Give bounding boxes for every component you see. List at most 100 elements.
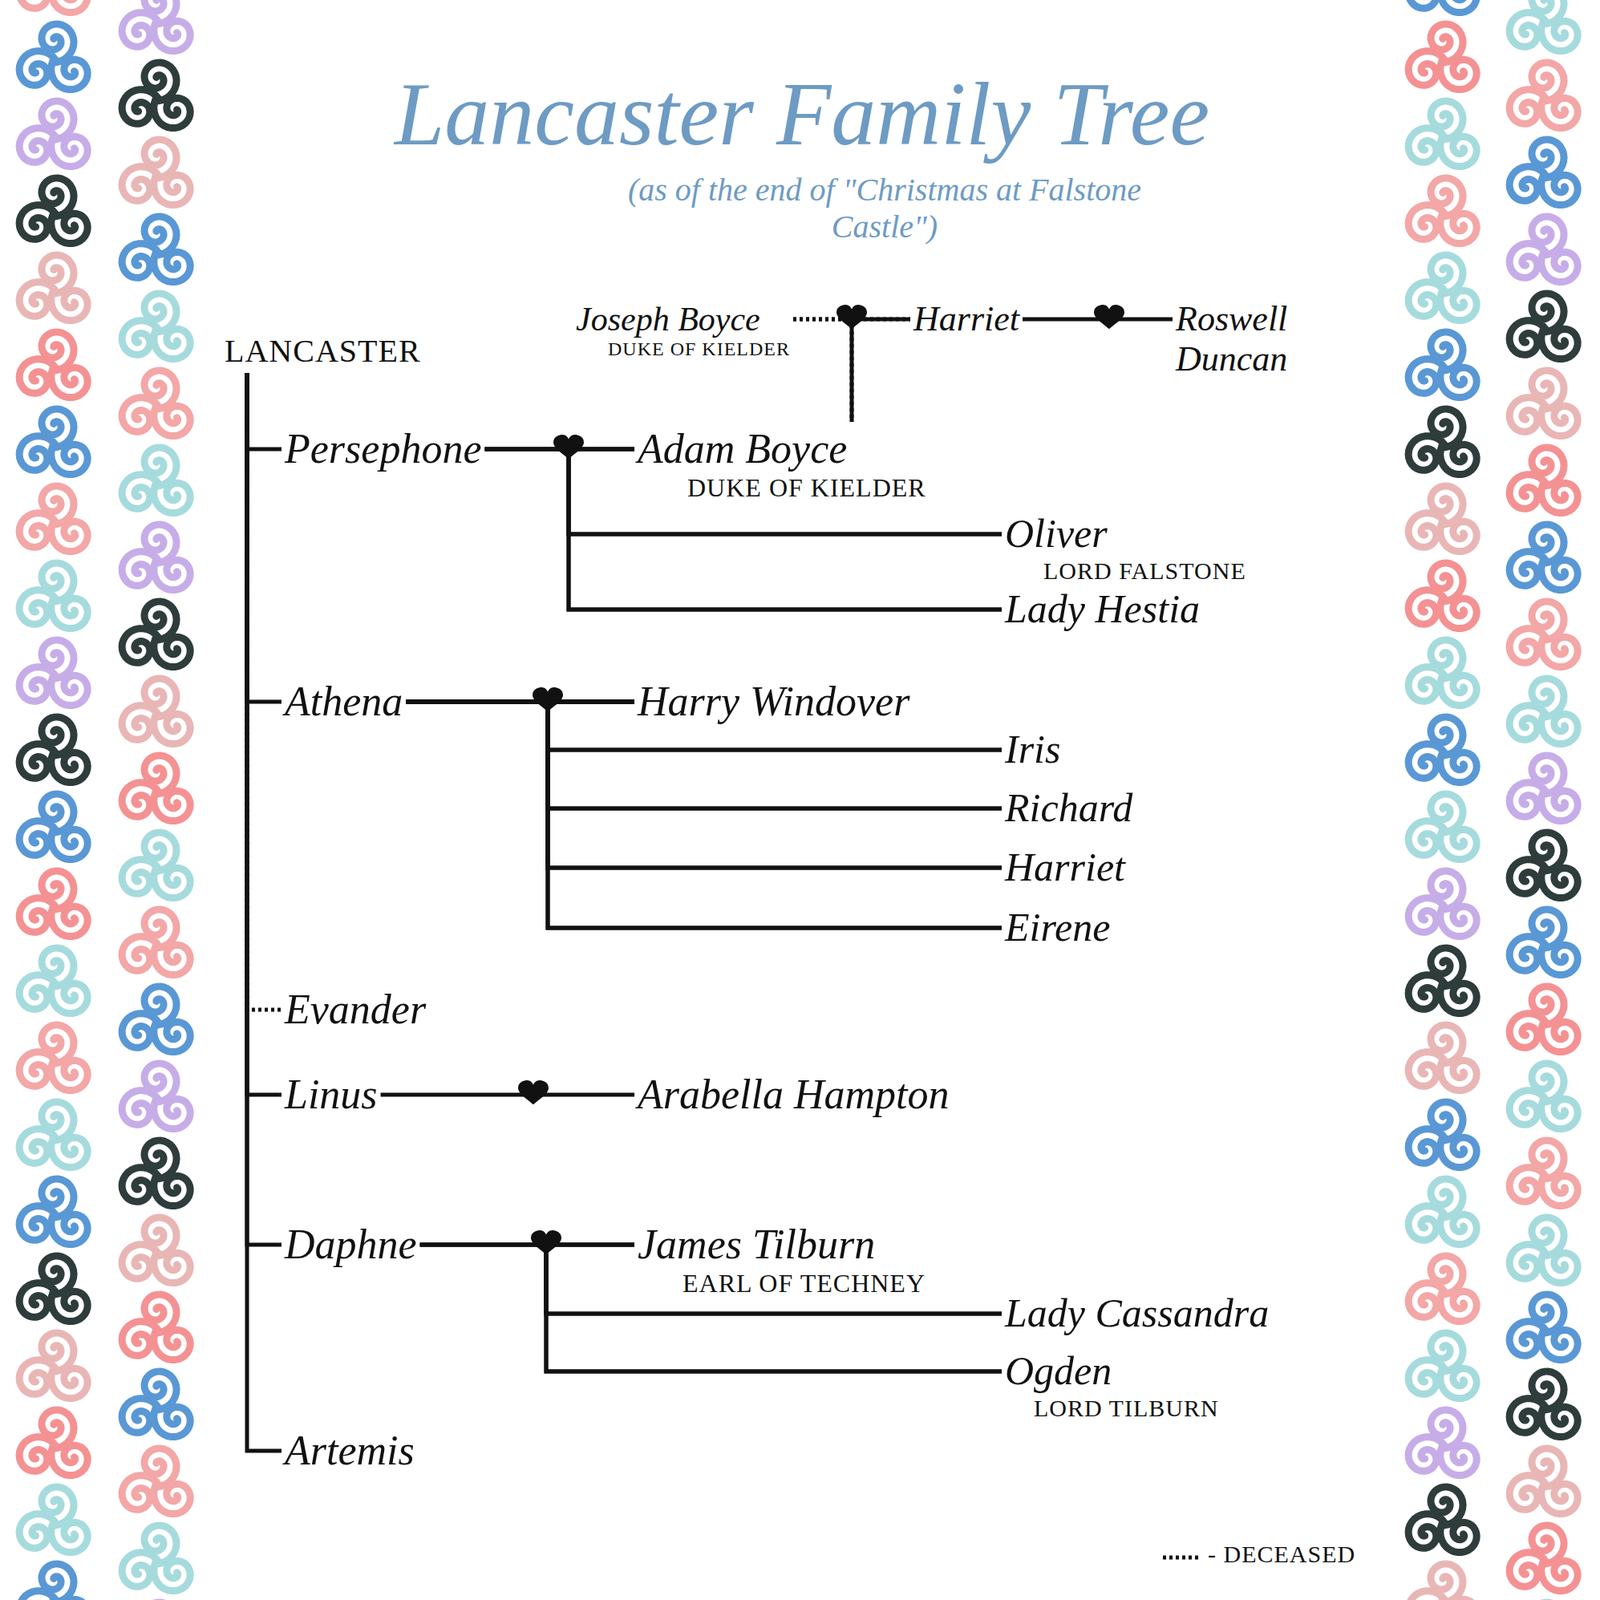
spiral-motif xyxy=(121,447,191,514)
person-name: Harriet xyxy=(1004,844,1126,892)
spiral-motif xyxy=(1509,601,1578,668)
person-node: Persephone xyxy=(281,421,485,477)
spiral-motif xyxy=(1408,332,1477,398)
spiral-motif xyxy=(1408,1563,1477,1600)
spiral-motif xyxy=(121,293,191,360)
spiral-motif xyxy=(1509,1525,1578,1592)
rank-title: LORD TILBURN xyxy=(1033,1394,1220,1423)
spiral-motif xyxy=(1509,0,1578,52)
spiral-motif xyxy=(121,1217,191,1284)
spiral-motif xyxy=(19,178,88,244)
person-name: Eirene xyxy=(1004,904,1110,952)
person-name: Artemis xyxy=(284,1426,415,1475)
person-node: Harriet xyxy=(1001,841,1129,895)
person-node: Lady Hestia xyxy=(1001,583,1204,636)
spiral-motif xyxy=(19,486,88,552)
person-name: Persephone xyxy=(284,425,482,474)
spiral-motif xyxy=(1509,1371,1578,1438)
person-node: Harry Windover xyxy=(634,674,913,730)
person-name: Daphne xyxy=(284,1220,418,1269)
person-node: Eirene xyxy=(1001,901,1114,955)
spiral-motif xyxy=(19,716,88,783)
descent-line xyxy=(247,372,282,1451)
descent-line xyxy=(547,701,1002,868)
spiral-motif xyxy=(1408,947,1477,1014)
spiral-motif xyxy=(121,62,191,129)
spiral-motif xyxy=(19,563,88,629)
spiral-motif xyxy=(19,1255,88,1322)
heart-symbol xyxy=(530,1230,562,1255)
descent-line xyxy=(247,372,282,1245)
person-name: Arabella Hampton xyxy=(637,1070,950,1119)
spiral-motif xyxy=(121,216,191,283)
person-node: Linus xyxy=(281,1067,381,1123)
person-name: Ogden xyxy=(1004,1348,1220,1395)
person-node: Arabella Hampton xyxy=(634,1067,953,1123)
spiral-motif xyxy=(19,1024,88,1091)
person-node: Artemis xyxy=(281,1423,418,1479)
descent-line xyxy=(484,449,1002,610)
spiral-motif xyxy=(1509,909,1578,976)
spiral-motif xyxy=(1408,1024,1477,1091)
spiral-motif xyxy=(1509,216,1578,283)
person-node: Daphne xyxy=(281,1217,421,1272)
spiral-motif xyxy=(121,986,191,1053)
legend-dotted-sample xyxy=(1162,1555,1200,1560)
spiral-motif xyxy=(19,793,88,860)
person-name: Linus xyxy=(284,1070,378,1119)
spiral-motif xyxy=(19,409,88,475)
spiral-motif xyxy=(121,1448,191,1515)
spiral-motif xyxy=(1509,370,1578,437)
person-name: Athena xyxy=(284,677,403,726)
descent-line xyxy=(793,319,852,422)
rank-title: DUKE OF KIELDER xyxy=(607,338,790,361)
spiral-motif xyxy=(1408,563,1477,629)
spiral-motif xyxy=(19,870,88,937)
person-name: Joseph Boyce xyxy=(575,299,790,339)
person-node: Harriet xyxy=(910,295,1023,344)
spiral-motif xyxy=(19,947,88,1014)
rank-title: EARL OF TECHNEY xyxy=(682,1268,926,1299)
person-name: Lady Cassandra xyxy=(1004,1290,1269,1337)
spiral-motif xyxy=(1509,678,1578,745)
spiral-motif xyxy=(1509,755,1578,822)
descent-line xyxy=(247,372,282,1010)
person-name: Roswell Duncan xyxy=(1175,299,1337,381)
spiral-motif xyxy=(1408,1409,1477,1476)
person-name: Richard xyxy=(1004,785,1133,832)
spiral-motif xyxy=(1408,1178,1477,1245)
heart-symbol xyxy=(1093,304,1125,329)
person-name: Iris xyxy=(1004,726,1061,774)
descent-line xyxy=(405,701,1002,868)
spiral-motif xyxy=(121,601,191,668)
spiral-motif xyxy=(121,678,191,745)
spiral-motif xyxy=(1408,1332,1477,1399)
descent-line xyxy=(547,701,1002,928)
descent-line xyxy=(568,449,1002,610)
person-node: LANCASTER xyxy=(221,329,425,373)
person-name: Lady Hestia xyxy=(1004,586,1200,633)
spiral-motif xyxy=(19,101,88,167)
person-name: Oliver xyxy=(1004,510,1247,558)
spiral-motif xyxy=(19,255,88,321)
person-node: Lady Cassandra xyxy=(1001,1287,1272,1341)
legend-holder: - DECEASED xyxy=(1207,1540,1356,1569)
person-node: Joseph BoyceDUKE OF KIELDER xyxy=(572,296,794,365)
spiral-motif xyxy=(1509,986,1578,1053)
spiral-motif xyxy=(121,1371,191,1438)
person-node: Richard xyxy=(1001,781,1136,835)
descent-line xyxy=(405,701,1002,928)
spiral-motif xyxy=(19,0,88,13)
person-name: Harriet xyxy=(913,299,1020,341)
spiral-motif xyxy=(1509,524,1578,591)
spiral-motif xyxy=(1408,24,1477,90)
heart-symbol xyxy=(518,1080,549,1105)
spiral-motif xyxy=(121,1525,191,1592)
spiral-motif xyxy=(1408,1101,1477,1168)
legend-text: - DECEASED xyxy=(1207,1540,1356,1569)
heart-symbol xyxy=(532,687,564,712)
spiral-motif xyxy=(19,1486,88,1553)
spiral-motif xyxy=(1509,1063,1578,1130)
